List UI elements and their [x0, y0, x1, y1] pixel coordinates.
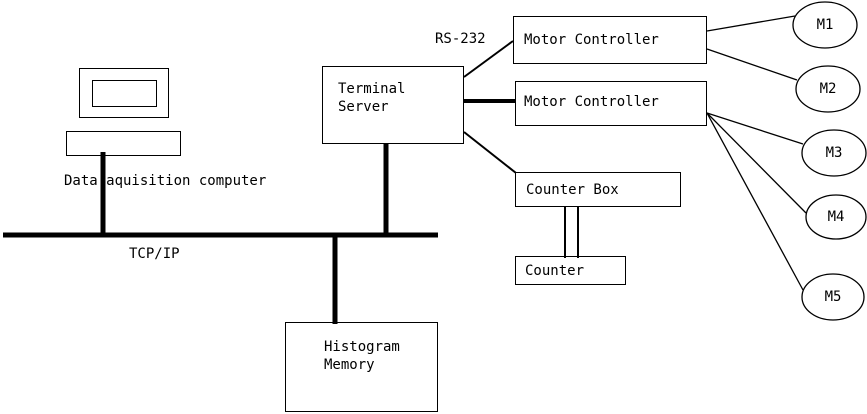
counter-label: Counter [525, 263, 585, 279]
terminal-server-box[interactable] [322, 66, 464, 144]
tcpip-bus-label: TCP/IP [129, 246, 180, 262]
ts-to-counter-box-line [463, 131, 517, 174]
motor-label-m2: M2 [819, 81, 837, 97]
counter-box-box[interactable] [515, 172, 681, 207]
mc2-to-m4-line [706, 112, 807, 214]
computer-monitor-outer [79, 68, 169, 118]
mc1-to-m1-line [706, 15, 796, 32]
counter-box[interactable] [515, 256, 626, 285]
mc1-to-m2-line [706, 48, 798, 81]
terminal-server-label-line2: Server [338, 99, 389, 115]
mc2-to-m3-line [706, 112, 804, 145]
motor-ellipse-m2 [795, 65, 861, 113]
motor-ellipse-m4 [805, 194, 867, 240]
rs232-edge-label: RS-232 [435, 31, 486, 47]
computer-caption: Data aquisition computer [64, 173, 267, 189]
motor-controller-1-box[interactable] [513, 16, 707, 64]
counter-box-label: Counter Box [526, 182, 619, 198]
motor-ellipse-m1 [792, 1, 858, 49]
motor-controller-2-label: Motor Controller [524, 94, 659, 110]
motor-label-m3: M3 [825, 145, 843, 161]
motor-ellipse-m3 [801, 129, 867, 177]
motor-controller-2-box[interactable] [515, 81, 707, 126]
motor-ellipse-m5 [801, 273, 865, 321]
motor-label-m4: M4 [827, 209, 845, 225]
terminal-server-label-line1: Terminal [338, 81, 406, 97]
motor-controller-1-label: Motor Controller [524, 32, 659, 48]
motor-label-m1: M1 [816, 17, 834, 33]
computer-base-unit [66, 131, 181, 156]
computer-monitor-screen [92, 80, 157, 107]
ts-to-motor-controller-1-line [463, 40, 514, 78]
histogram-memory-label-line2: Memory [324, 357, 375, 373]
histogram-memory-label-line1: Histogram [324, 339, 400, 355]
histogram-memory-box[interactable] [285, 322, 438, 412]
mc2-to-m5-line [706, 112, 804, 291]
motor-label-m5: M5 [824, 289, 842, 305]
